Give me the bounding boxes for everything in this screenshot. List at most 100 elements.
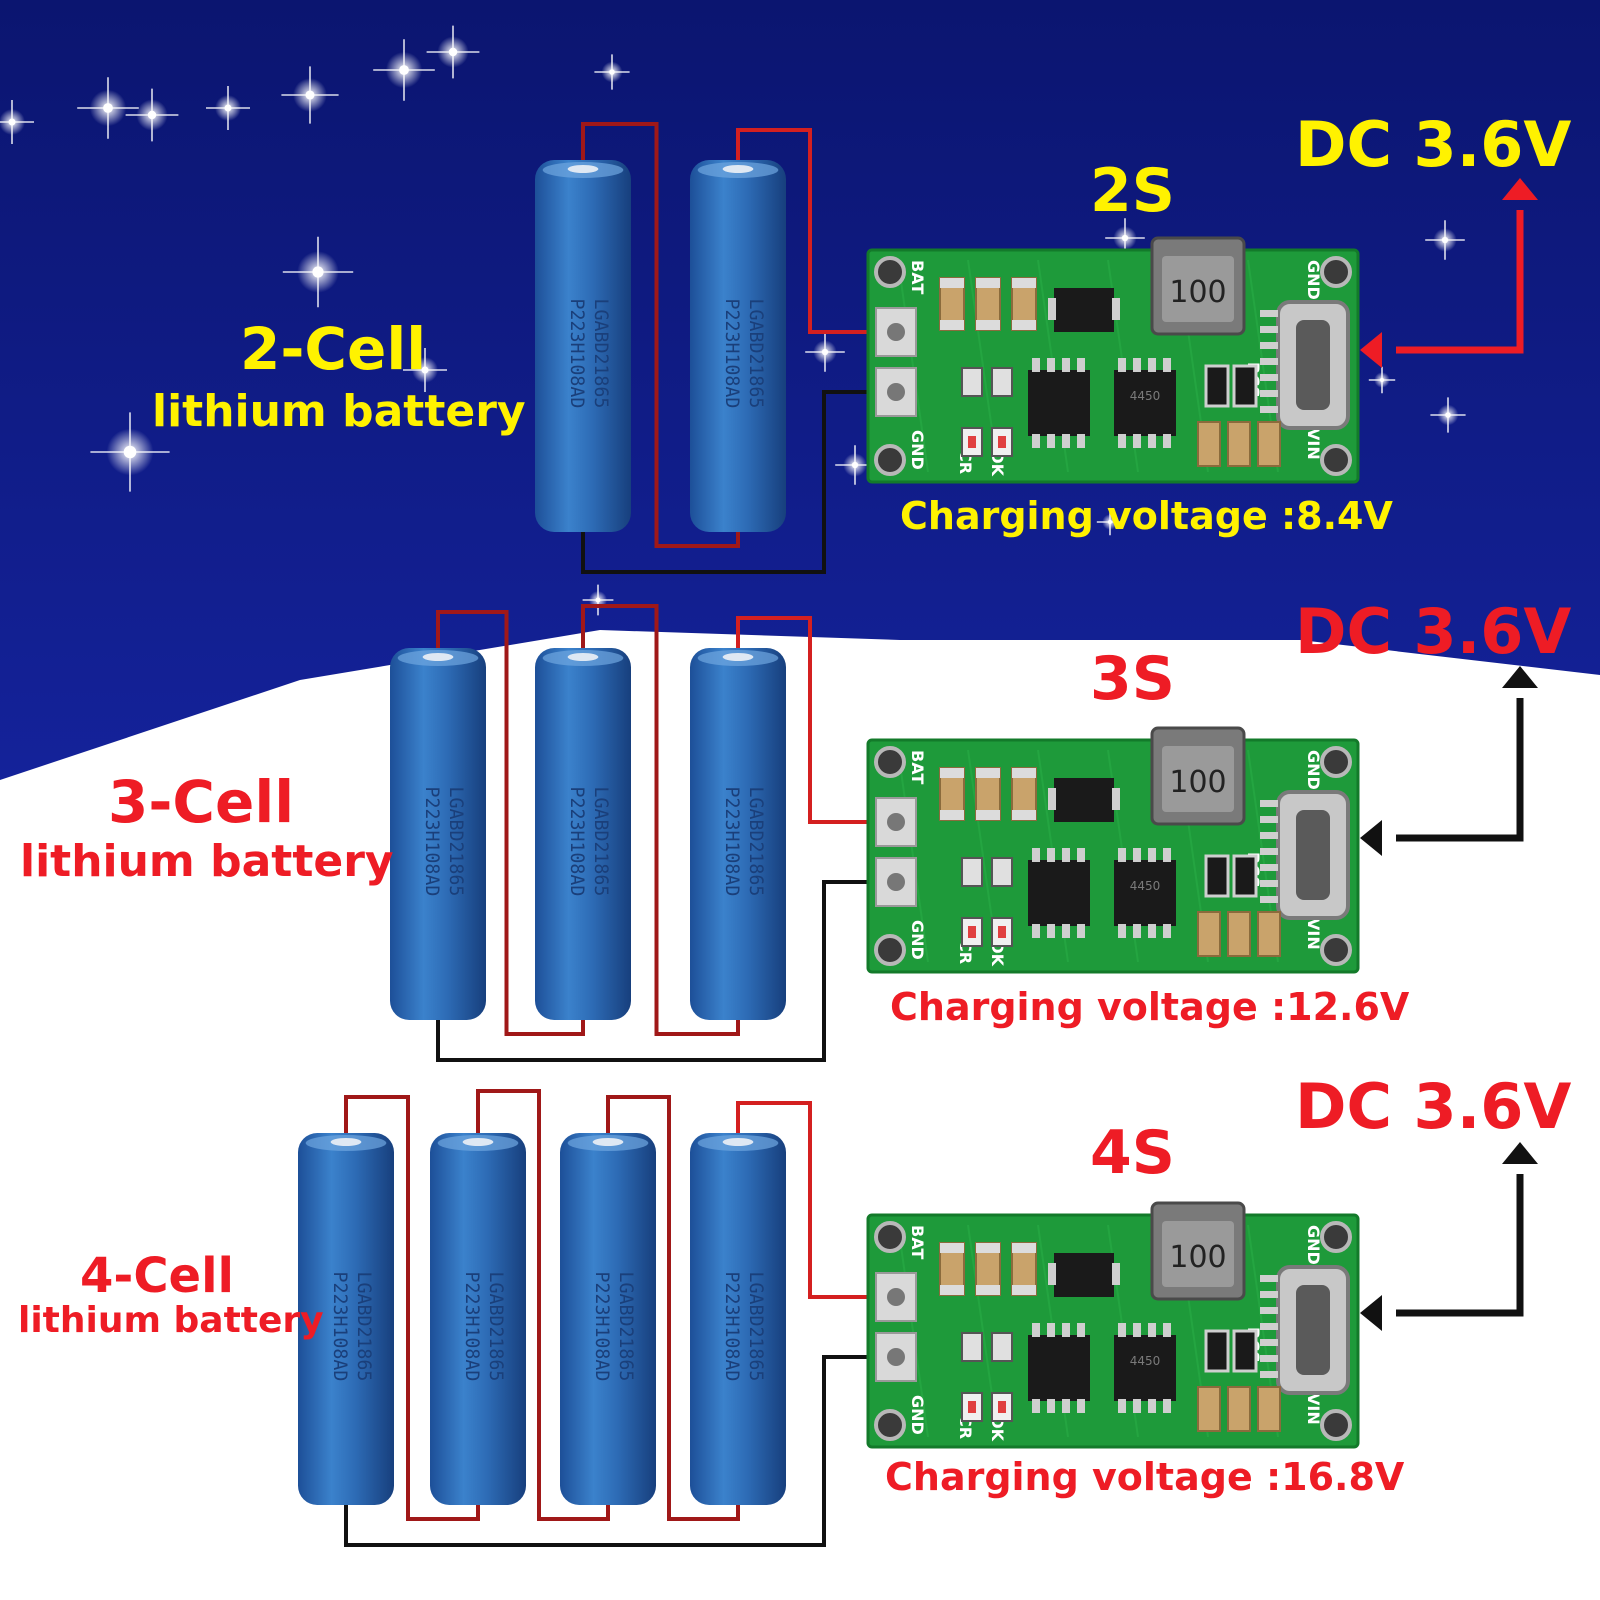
battery-print: P223H108AD: [721, 787, 742, 897]
diode: [1054, 288, 1114, 332]
resistor: [991, 367, 1013, 397]
ic-marking: 4450: [1130, 389, 1161, 403]
mount-hole: [1320, 746, 1352, 778]
sense-resistor: [1204, 1329, 1230, 1373]
capacitor: [1257, 421, 1281, 467]
series-link-wire: [344, 1095, 480, 1521]
charging-voltage-3s: Charging voltage :12.6V: [890, 985, 1410, 1029]
diode: [1054, 778, 1114, 822]
series-tag-2s: 2S: [1090, 156, 1175, 226]
mount-hole: [874, 934, 906, 966]
star: [1425, 220, 1465, 260]
series-link-wire: [581, 604, 740, 1036]
battery-print: P223H108AD: [566, 787, 587, 897]
battery-print: P223H108AD: [566, 299, 587, 409]
ic-chip: [1028, 848, 1090, 938]
positive-wire: [736, 616, 896, 824]
series-tag-4s: 4S: [1090, 1118, 1175, 1188]
battery-print: P223H108AD: [421, 787, 442, 897]
battery-print: P223H108AD: [721, 1272, 742, 1382]
capacitor: [1227, 911, 1251, 957]
input-voltage-2s: DC 3.6V: [1295, 108, 1572, 181]
star: [594, 54, 630, 90]
star: [835, 445, 875, 485]
sense-resistor: [1204, 364, 1230, 408]
sense-resistor: [1232, 1329, 1258, 1373]
battery-print: LGABD21865: [745, 299, 766, 409]
battery-print: P223H108AD: [329, 1272, 350, 1382]
mount-hole: [874, 1221, 906, 1253]
star: [90, 412, 170, 492]
inductor-marking: 100: [1169, 1240, 1226, 1275]
ic-chip: [1028, 1323, 1090, 1413]
arrow-head: [1360, 1295, 1382, 1331]
arrow-head: [1360, 332, 1382, 368]
battery-print: LGABD21865: [590, 299, 611, 409]
cell-subtitle-4s: lithium battery: [18, 1300, 324, 1341]
pin-gnd-label-2: GND: [1304, 1225, 1323, 1265]
resistor: [991, 857, 1013, 887]
cell-subtitle-2s: lithium battery: [152, 386, 526, 437]
star: [1096, 508, 1124, 536]
cell-title-4s: 4-Cell: [80, 1248, 235, 1304]
input-voltage-4s: DC 3.6V: [1295, 1070, 1572, 1143]
pin-bat-label: BAT: [908, 260, 927, 294]
star: [77, 77, 139, 139]
star: [403, 348, 447, 392]
arrow-head: [1502, 1142, 1538, 1164]
mount-hole: [874, 256, 906, 288]
mount-hole: [874, 444, 906, 476]
series-tag-3s: 3S: [1090, 644, 1175, 714]
resistor: [991, 1332, 1013, 1362]
star: [805, 332, 845, 372]
mount-hole: [1320, 1221, 1352, 1253]
series-link-wire: [581, 122, 740, 548]
pin-vin-label: VIN: [1304, 918, 1323, 950]
mount-hole: [874, 746, 906, 778]
sense-resistor: [1232, 854, 1258, 898]
star: [1368, 366, 1396, 394]
pin-gnd-label-2: GND: [1304, 260, 1323, 300]
battery-print: P223H108AD: [721, 299, 742, 409]
positive-wire: [736, 128, 896, 334]
negative-wire: [581, 390, 896, 574]
star: [125, 88, 179, 142]
battery-print: LGABD21865: [590, 787, 611, 897]
star: [281, 66, 339, 124]
pin-gnd-label: GND: [908, 1395, 927, 1435]
charging-voltage-2s: Charging voltage :8.4V: [900, 494, 1393, 538]
battery-print: LGABD21865: [745, 787, 766, 897]
ic-chip: 4450: [1114, 358, 1176, 448]
pin-gnd-label: GND: [908, 430, 927, 470]
sense-resistor: [1204, 854, 1230, 898]
resistor: [961, 1332, 983, 1362]
arrow-head: [1360, 820, 1382, 856]
resistor: [961, 857, 983, 887]
capacitor: [1197, 421, 1221, 467]
charger-board: BATGNDCROKGNDVINRCS1004450: [866, 1201, 1360, 1449]
pin-bat-label: BAT: [908, 750, 927, 784]
input-arrow: [1360, 1142, 1538, 1331]
pin-vin-label: VIN: [1304, 428, 1323, 460]
battery-print: LGABD21865: [485, 1272, 506, 1382]
mount-hole: [1320, 934, 1352, 966]
battery-print: LGABD21865: [445, 787, 466, 897]
input-arrow: [1360, 178, 1538, 368]
inductor-marking: 100: [1169, 765, 1226, 800]
positive-wire: [736, 1101, 896, 1299]
pin-bat-label: BAT: [908, 1225, 927, 1259]
charger-board: BATGNDCROKGNDVINRCS1004450: [866, 236, 1360, 484]
charger-board: BATGNDCROKGNDVINRCS1004450: [866, 726, 1360, 974]
negative-wire: [436, 880, 896, 1062]
capacitor: [1227, 1386, 1251, 1432]
input-voltage-3s: DC 3.6V: [1295, 595, 1572, 668]
mount-hole: [1320, 444, 1352, 476]
star: [426, 25, 480, 79]
